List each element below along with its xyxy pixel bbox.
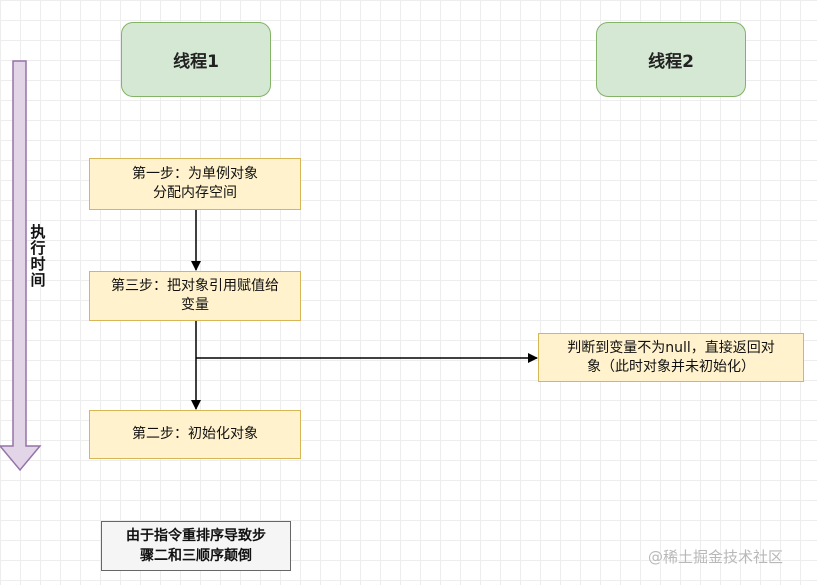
watermark: @稀土掘金技术社区 xyxy=(648,548,784,566)
timeline-arrow xyxy=(0,60,42,472)
step-3-box: 第三步：把对象引用赋值给 变量 xyxy=(89,271,301,321)
timeline-label: 执行时间 xyxy=(30,223,46,289)
step-3-text-line2: 变量 xyxy=(181,297,209,313)
thread-1-header: 线程1 xyxy=(121,22,271,97)
thread-1-label: 线程1 xyxy=(173,52,219,72)
step-1-box: 第一步：为单例对象 分配内存空间 xyxy=(89,158,301,210)
thread-2-step-text-line2: 象（此时对象并未初始化） xyxy=(587,358,755,375)
step-1-text-line1: 第一步：为单例对象 xyxy=(132,166,258,182)
step-2-box: 第二步：初始化对象 xyxy=(89,410,301,459)
step-2-text: 第二步：初始化对象 xyxy=(132,426,258,442)
step-3-text-line1: 第三步：把对象引用赋值给 xyxy=(111,278,279,294)
step-1-text-line2: 分配内存空间 xyxy=(153,185,237,201)
caption-line1: 由于指令重排序导致步 xyxy=(126,528,266,544)
thread-2-step-box: 判断到变量不为null，直接返回对 象（此时对象并未初始化） xyxy=(538,333,804,382)
thread-2-label: 线程2 xyxy=(648,52,694,72)
thread-2-header: 线程2 xyxy=(596,22,746,97)
reorder-caption-box: 由于指令重排序导致步 骤二和三顺序颠倒 xyxy=(101,521,291,571)
thread-2-step-text-line1: 判断到变量不为null，直接返回对 xyxy=(567,339,775,356)
caption-line2: 骤二和三顺序颠倒 xyxy=(140,548,252,564)
